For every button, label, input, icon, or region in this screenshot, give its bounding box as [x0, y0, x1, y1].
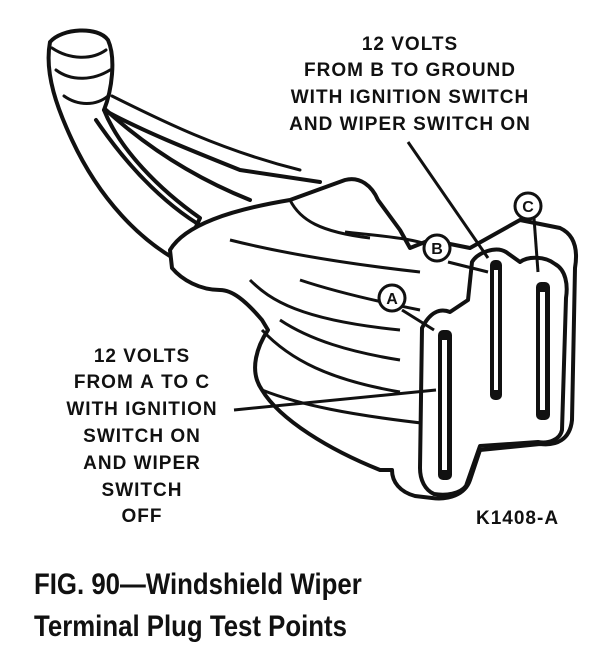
- leader-lines: [233, 141, 540, 412]
- terminal-label-a: A: [386, 291, 398, 308]
- terminal-callout-c: C: [513, 191, 543, 221]
- plug-body: [168, 177, 579, 501]
- label-a-test: 12 VOLTS FROM A TO C WITH IGNITION SWITC…: [66, 346, 217, 527]
- label-b-line3: WITH IGNITION SWITCH: [291, 87, 529, 108]
- label-a-line5: AND WIPER: [83, 453, 201, 474]
- label-b-line4: AND WIPER SWITCH ON: [289, 114, 531, 135]
- wire-bundle: [46, 28, 322, 264]
- label-b-test: 12 VOLTS FROM B TO GROUND WITH IGNITION …: [289, 34, 531, 135]
- terminal-callout-a: A: [377, 283, 407, 313]
- terminal-blades: [438, 260, 550, 480]
- label-b-line2: FROM B TO GROUND: [304, 60, 516, 81]
- terminal-callout-b: B: [422, 233, 452, 263]
- label-a-line2: FROM A TO C: [74, 372, 210, 393]
- figure-code: K1408-A: [476, 508, 559, 529]
- figure-caption-line2: Terminal Plug Test Points: [34, 610, 347, 643]
- leader-line-a: [233, 388, 437, 412]
- leader-line-b: [406, 141, 490, 259]
- figure-caption-line1: FIG. 90—Windshield Wiper: [34, 568, 362, 601]
- label-a-line1: 12 VOLTS: [94, 346, 190, 367]
- terminal-label-b: B: [431, 241, 443, 258]
- label-a-line6: SWITCH: [102, 480, 183, 501]
- label-b-line1: 12 VOLTS: [362, 34, 458, 55]
- label-a-line3: WITH IGNITION: [66, 399, 217, 420]
- label-a-line4: SWITCH ON: [83, 426, 201, 447]
- terminal-label-c: C: [522, 199, 534, 216]
- label-a-line7: OFF: [122, 506, 163, 527]
